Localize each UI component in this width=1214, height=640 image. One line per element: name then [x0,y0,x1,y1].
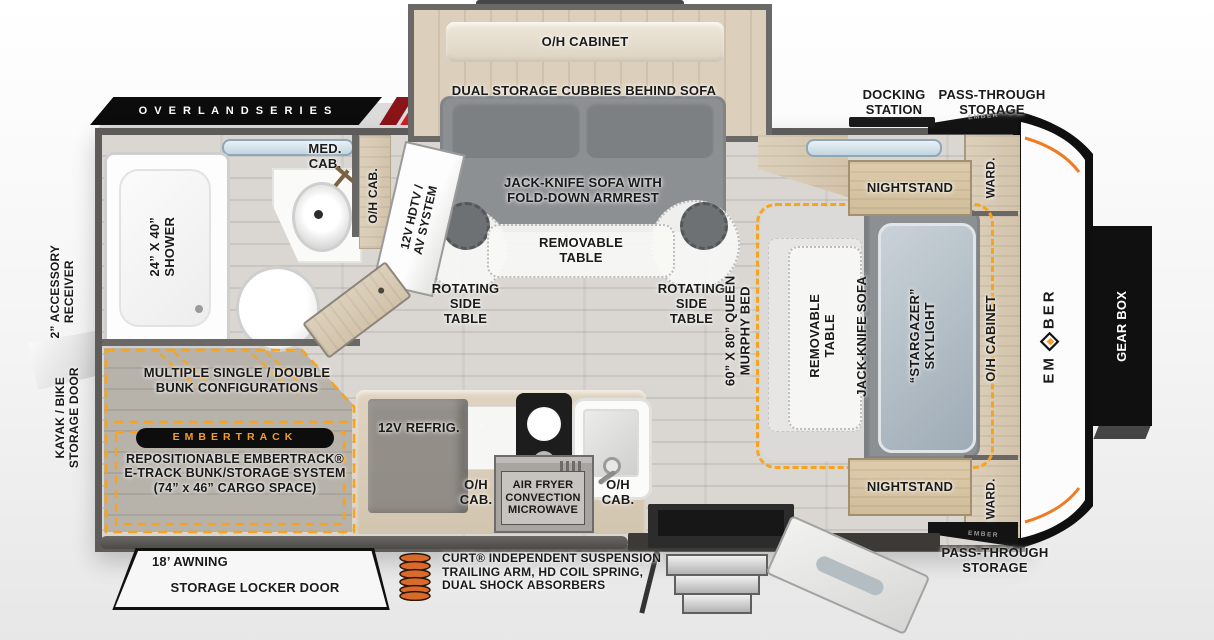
counter-speckle-section [464,406,522,470]
ward-top-label: WARD. [983,157,998,199]
microwave-label: AIR FRYER CONVECTION MICROWAVE [505,479,581,517]
entry-door-frame [648,504,794,548]
removable-table-living-label: REMOVABLE TABLE [539,235,623,265]
door-knob [376,286,386,295]
oh-cabinet-label: O/H CABINET [541,33,629,49]
storage-locker-label: STORAGE LOCKER DOOR [170,580,340,595]
shower-pan [119,169,211,327]
rotating-table-right-label: ROTATING SIDE TABLE [657,281,726,326]
microwave-label-panel: AIR FRYER CONVECTION MICROWAVE [501,471,585,525]
murphy-bed-label: 60” X 80” QUEEN MURPHY BED [722,275,752,387]
murphy-bed-label-box: 60” X 80” QUEEN MURPHY BED [716,245,760,417]
gear-box [1092,226,1152,426]
entry-door-panel [658,510,784,536]
gear-box-label: GEAR BOX [1113,290,1129,362]
oh-cabinet-panel: O/H CABINET [446,22,724,62]
shower-label: 24” X 40” SHOWER [147,217,177,277]
awning-callout [115,551,387,607]
ember-wordmark: EM BER [1040,288,1060,384]
oh-cab-label: O/H CAB. [366,168,381,224]
docking-station-label: DOCKING STATION [862,87,926,117]
accessory-receiver-label: 2” ACCESSORY RECEIVER [48,245,76,339]
bunk-config-label: MULTIPLE SINGLE / DOUBLE BUNK CONFIGURAT… [143,365,331,395]
microwave-vents [560,461,584,471]
accessory-receiver-label-box: 2” ACCESSORY RECEIVER [44,236,82,348]
removable-table-bedroom [788,246,862,430]
bedroom-sofa-label-box: JACK-KNIFE SOFA [848,250,876,422]
nightstand-top: NIGHTSTAND [848,160,972,216]
skylight-label: “STARGAZER” SKYLIGHT [907,288,937,384]
shower [104,152,230,348]
awning-label: 18’ AWNING [152,554,228,569]
entry-step-3 [682,593,752,614]
nightstand-bottom-label: NIGHTSTAND [866,478,954,494]
cooktop-burner-large [527,407,561,441]
pass-through-top-label: PASS-THROUGH STORAGE [938,87,1046,117]
sofa-cushion-left [452,102,580,158]
ember-wordmark-box: EM BER [1022,258,1078,414]
sofa-cushion-right [586,102,714,158]
oh-cab-left-label: O/H CAB. [459,477,493,507]
kayak-door-label-box: KAYAK / BIKE STORAGE DOOR [46,352,88,484]
nightstand-bottom: NIGHTSTAND [848,458,972,516]
gear-box-label-box: GEAR BOX [1098,251,1146,401]
bedroom-oh-cabinet-label-box: O/H CABINET [966,252,1016,424]
front-cap [1013,110,1093,550]
awning-roller-bar [100,536,628,549]
bunk-dashed-outline [104,348,356,534]
bunk-description-label: REPOSITIONABLE EMBERTRACK® E-TRACK BUNK/… [124,452,346,495]
oh-cab-strip [359,135,391,249]
oh-cab-right-label: O/H CAB. [601,477,635,507]
ember-wordmark-pre: EM [1041,355,1059,384]
ward-bottom-label-box: WARD. [966,466,1016,532]
ember-wordmark-post: BER [1041,288,1059,330]
rotating-table-left-label: ROTATING SIDE TABLE [431,281,500,326]
ward-top-label-box: WARD. [966,146,1016,210]
skylight-label-box: “STARGAZER” SKYLIGHT [898,252,948,420]
tv-label: 12V HDTV / AV SYSTEM [397,183,440,257]
bedroom-oh-cabinet-label: O/H CABINET [982,294,998,382]
series-banner-label: O V E R L A N D S E R I E S [138,104,334,117]
bathroom-sink-drain [314,210,323,219]
nightstand-top-label: NIGHTSTAND [866,179,954,195]
removable-table-bedroom-label: REMOVABLE TABLE [807,294,837,378]
bunk-wall [102,339,360,346]
pass-through-bottom-label: PASS-THROUGH STORAGE [941,545,1049,575]
bathroom-wall [352,135,359,237]
docking-station-bar [849,117,935,127]
bedroom-window [806,139,942,157]
embertrack-badge: EMBERTRACK [136,428,334,448]
coil-spring-icon [399,552,431,601]
refrigerator-label: 12V REFRIG. [378,420,460,435]
bedroom-sofa-label: JACK-KNIFE SOFA [853,275,869,397]
ward-bottom-label: WARD. [983,478,998,520]
embertrack-badge-label: EMBERTRACK [172,431,298,444]
removable-table-living: REMOVABLE TABLE [487,224,675,278]
sofa-label: JACK-KNIFE SOFA WITH FOLD-DOWN ARMREST [503,175,663,205]
kayak-door-label: KAYAK / BIKE STORAGE DOOR [52,367,81,469]
suspension-label: CURT® INDEPENDENT SUSPENSION TRAILING AR… [442,551,662,593]
shower-label-box: 24” X 40” SHOWER [128,198,198,296]
cubbies-label: DUAL STORAGE CUBBIES BEHIND SOFA [451,83,717,98]
series-banner: O V E R L A N D S E R I E S [90,97,382,125]
microwave: AIR FRYER CONVECTION MICROWAVE [494,455,594,533]
removable-table-bedroom-label-box: REMOVABLE TABLE [792,252,854,420]
ember-diamond-icon [1040,332,1060,352]
skylight [878,223,976,453]
shower-drain [195,305,203,313]
oh-cab-label-box: O/H CAB. [358,150,390,242]
open-door-window-slot [813,553,886,598]
sofa-armrest-right [680,202,728,250]
med-cab-label: MED. CAB. [308,141,342,171]
refrigerator [368,399,468,513]
